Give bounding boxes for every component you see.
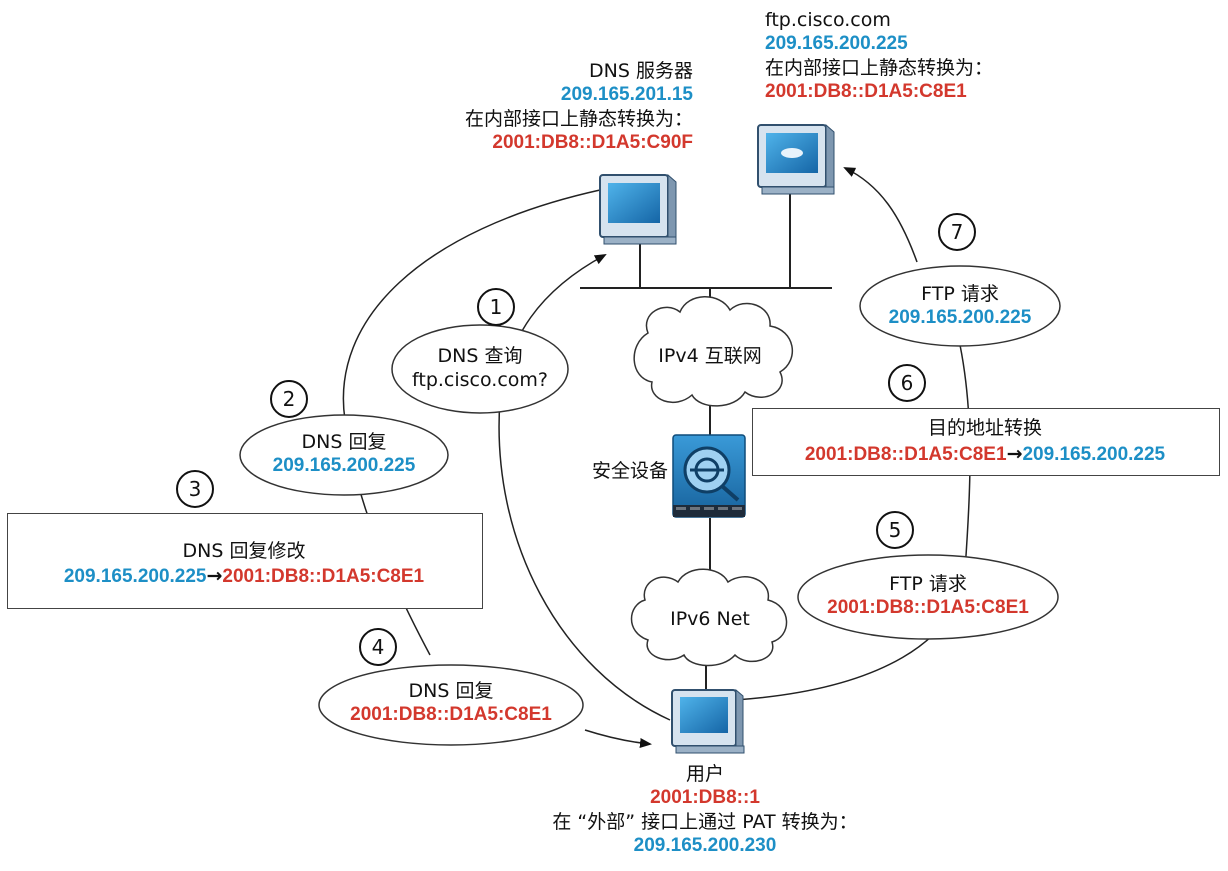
ftp-server-computer-icon (757, 123, 835, 195)
user-computer-icon (671, 688, 745, 754)
step-4-number: 4 (359, 628, 397, 666)
step-2-value: 209.165.200.225 (272, 455, 416, 476)
step-3-from: 209.165.200.225 (63, 566, 207, 587)
ipv6-cloud (630, 568, 788, 667)
step-7-title: FTP 请求 (921, 283, 999, 305)
step-3-title: DNS 回复修改 (182, 540, 306, 562)
dns-server-title: DNS 服务器 (589, 60, 693, 82)
ipv4-cloud (633, 296, 794, 407)
dns-server-ipv6: 2001:DB8::D1A5:C90F (492, 132, 693, 153)
dns-server-ipv4: 209.165.201.15 (560, 84, 693, 105)
flow-dns-reply-to-user (584, 729, 652, 748)
step-6-number: 6 (888, 364, 926, 402)
step-1-number: 1 (477, 288, 515, 326)
step-3-translation: 209.165.200.225→2001:DB8::D1A5:C8E1 (7, 565, 481, 588)
step-1-line2: ftp.cisco.com? (412, 369, 548, 391)
user-ipv4: 209.165.200.230 (633, 835, 777, 856)
step-5-number: 5 (876, 511, 914, 549)
ftp-server-hostname: ftp.cisco.com (765, 9, 891, 31)
step-6-to: 209.165.200.225 (1022, 444, 1166, 465)
user-title: 用户 (685, 763, 724, 785)
step-4-value: 2001:DB8::D1A5:C8E1 (350, 704, 552, 725)
step-3-arrow: → (206, 565, 223, 587)
ipv6-cloud-label: IPv6 Net (670, 608, 750, 630)
dns-server-translation-note: 在内部接口上静态转换为： (464, 108, 693, 130)
step-3-number: 3 (176, 470, 214, 508)
flow-ftp-to-server (843, 167, 918, 263)
step-6-from: 2001:DB8::D1A5:C8E1 (804, 444, 1007, 465)
step-6-translation: 2001:DB8::D1A5:C8E1→209.165.200.225 (752, 443, 1218, 466)
step-2-bubble (239, 414, 449, 496)
flow-user-path (498, 399, 671, 721)
ftp-server-ipv4: 209.165.200.225 (765, 33, 908, 54)
step-3-box (7, 513, 483, 609)
step-2-number: 2 (270, 380, 308, 418)
security-device-label: 安全设备 (591, 460, 668, 482)
ftp-server-ipv6: 2001:DB8::D1A5:C8E1 (765, 81, 967, 102)
dns-server-computer-icon (599, 173, 677, 245)
step-7-value: 209.165.200.225 (888, 307, 1032, 328)
step-6-title: 目的地址转换 (927, 417, 1042, 439)
step-4-bubble (318, 664, 584, 746)
security-appliance-icon (672, 434, 746, 518)
step-5-title: FTP 请求 (889, 573, 967, 595)
step-2-title: DNS 回复 (301, 431, 387, 453)
step-5-bubble (797, 554, 1059, 640)
step-7-bubble (859, 265, 1061, 347)
step-6-arrow: → (1006, 443, 1023, 465)
step-1-bubble (391, 324, 569, 414)
ipv4-cloud-label: IPv4 互联网 (658, 345, 762, 367)
step-7-number: 7 (938, 213, 976, 251)
step-3-to: 2001:DB8::D1A5:C8E1 (222, 566, 425, 587)
step-1-line1: DNS 查询 (437, 345, 523, 367)
user-pat-note: 在 “外部” 接口上通过 PAT 转换为： (552, 811, 858, 833)
step-6-box (752, 408, 1220, 476)
step-5-value: 2001:DB8::D1A5:C8E1 (827, 597, 1029, 618)
ftp-server-translation-note: 在内部接口上静态转换为： (765, 57, 994, 79)
user-ipv6: 2001:DB8::1 (650, 787, 760, 808)
step-4-title: DNS 回复 (408, 680, 494, 702)
